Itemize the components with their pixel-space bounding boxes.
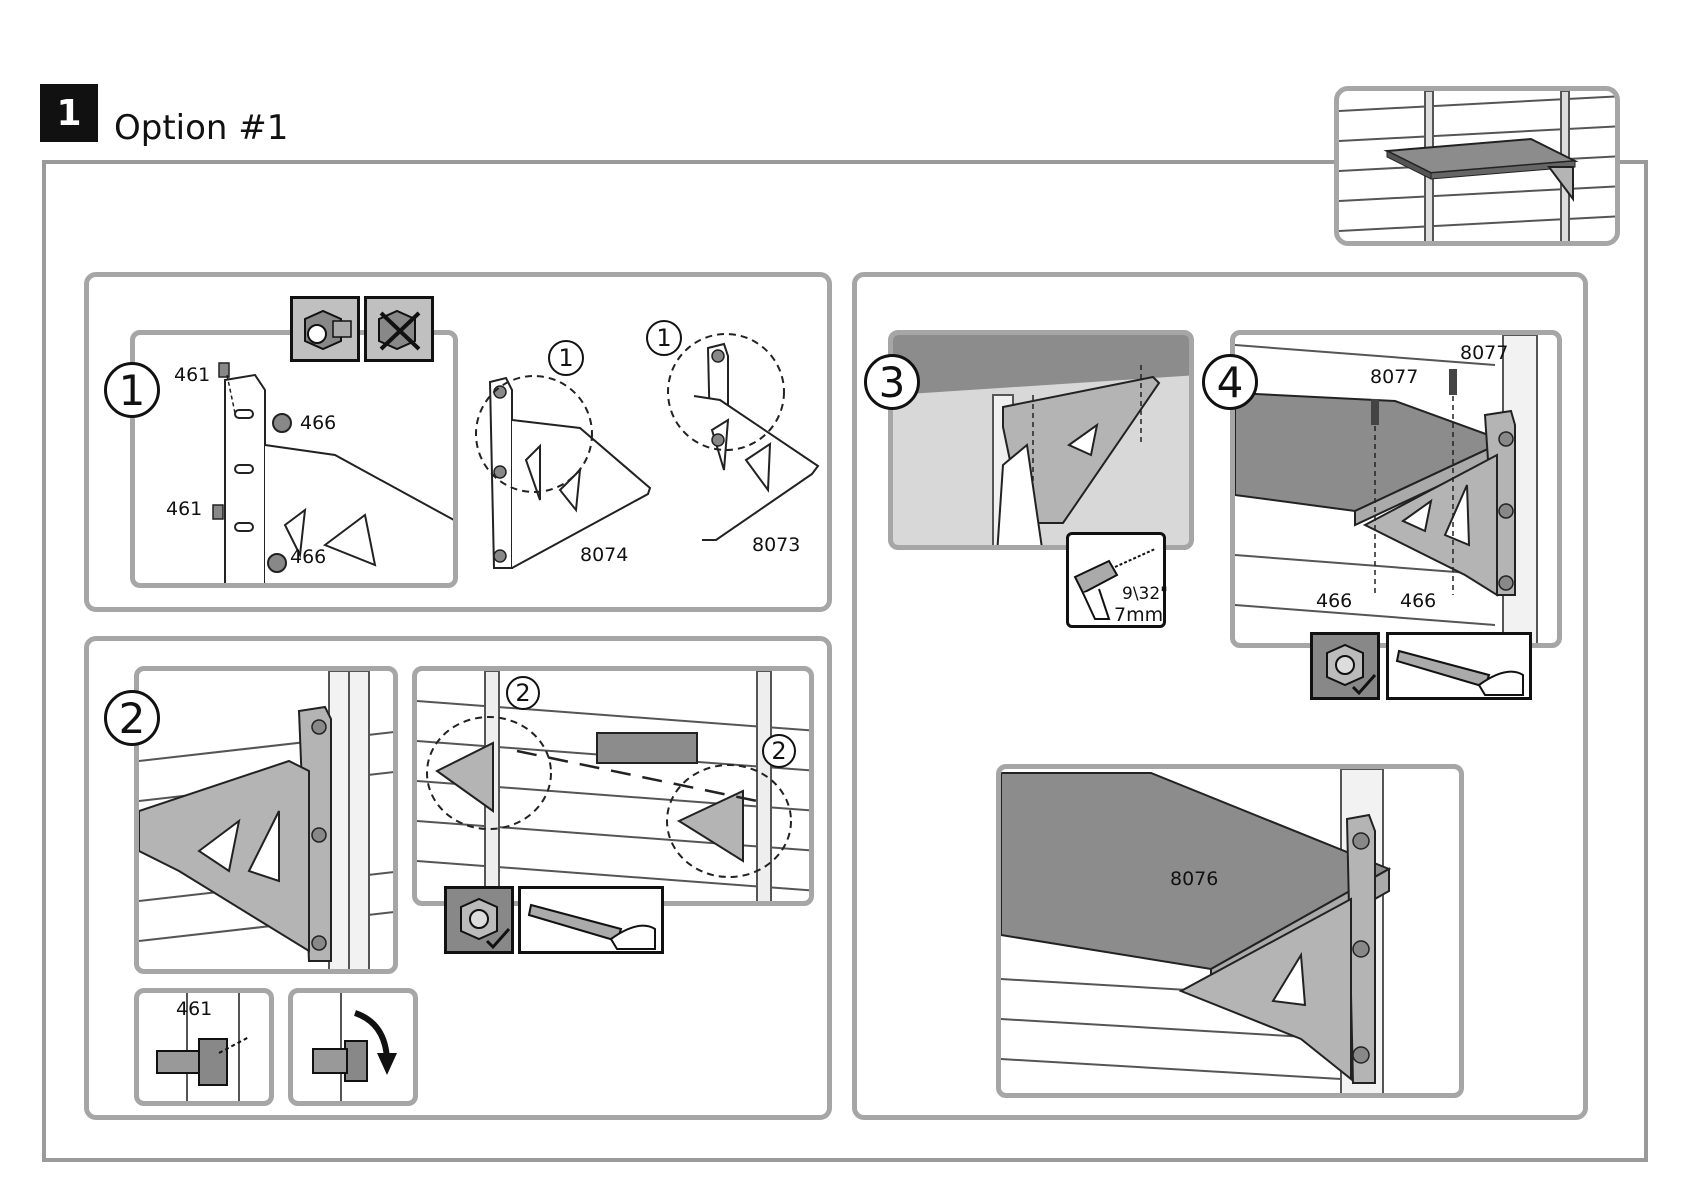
step2-level-box: [412, 666, 814, 906]
step1-callout-a: 1: [548, 340, 584, 376]
page-title: Option #1: [114, 108, 288, 148]
step1-number: 1: [104, 362, 160, 418]
preview-shelf-illustration: [1339, 91, 1620, 246]
step3-detail-box: [888, 330, 1194, 550]
part-label-466-top: 466: [300, 412, 336, 434]
part-label-466-bottom: 466: [290, 546, 326, 568]
hand-tool-icon: [518, 886, 664, 954]
drill-size-metric: 7mm: [1114, 604, 1163, 626]
nut-cross-icon: [364, 296, 434, 362]
preview-image: [1334, 86, 1620, 246]
step2-callout-a: 2: [506, 676, 540, 710]
step2-bracket-on-rail: [139, 671, 398, 974]
nut-tight-check-icon: [444, 886, 514, 954]
part-label-8077-right: 8077: [1460, 342, 1508, 364]
step3-drilling-illustration: [893, 335, 1194, 550]
nut-tight-check-icon-step4: [1310, 632, 1380, 700]
part-label-461-bottom: 461: [166, 498, 202, 520]
part-label-8077-left: 8077: [1370, 366, 1418, 388]
part-label-8073: 8073: [752, 534, 800, 556]
part-label-466-right: 466: [1400, 590, 1436, 612]
step3-number: 3: [864, 354, 920, 410]
part-label-8074: 8074: [580, 544, 628, 566]
part-label-466-left: 466: [1316, 590, 1352, 612]
step1-callout-b: 1: [646, 320, 682, 356]
nut-ok-icon: [290, 296, 360, 362]
step-badge: 1: [40, 84, 98, 142]
final-result-box: [996, 764, 1464, 1098]
rotate-arrow-icon: [293, 993, 418, 1106]
bolt-rotate-box: [288, 988, 418, 1106]
part-label-461-step2: 461: [176, 998, 212, 1020]
drill-size-imperial: 9\32": [1122, 584, 1168, 604]
part-label-8076: 8076: [1170, 868, 1218, 890]
part-label-461-top: 461: [174, 364, 210, 386]
step4-number: 4: [1202, 354, 1258, 410]
level-tool-icon: [597, 733, 697, 763]
step2-leveling-illustration: [417, 671, 814, 906]
hand-tool-icon-step4: [1386, 632, 1532, 700]
step2-number: 2: [104, 690, 160, 746]
step2-callout-b: 2: [762, 734, 796, 768]
step2-detail-box: [134, 666, 398, 974]
final-shelf-illustration: [1001, 769, 1464, 1098]
